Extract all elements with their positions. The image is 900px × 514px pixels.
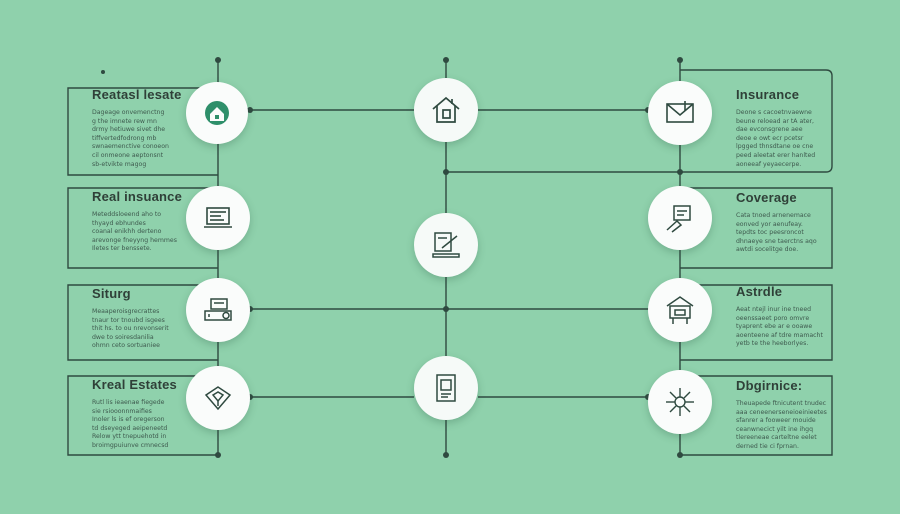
node-right-4[interactable] [648, 370, 712, 434]
card-title: Coverage [736, 190, 797, 205]
card-title: Kreal Estates [92, 377, 177, 392]
house-icon [432, 96, 460, 123]
hand-document-icon [204, 386, 232, 411]
node-right-1[interactable] [648, 81, 712, 145]
card-title: Reatasl lesate [92, 87, 182, 102]
signing-icon [432, 232, 460, 258]
hand-contract-icon [666, 205, 691, 233]
node-left-1[interactable] [186, 82, 248, 144]
node-left-2[interactable] [186, 186, 250, 250]
card-title: Dbgirnice: [736, 378, 803, 393]
card-title: Real insuance [92, 189, 183, 204]
node-center-1[interactable] [414, 78, 478, 142]
building-icon [666, 296, 694, 324]
mail-envelope-icon [666, 101, 694, 123]
clipboard-icon [436, 374, 456, 402]
node-center-3[interactable] [414, 356, 478, 420]
card-title: Astrdle [736, 284, 783, 299]
node-left-3[interactable] [186, 278, 250, 342]
node-right-3[interactable] [648, 278, 712, 342]
laptop-icon [204, 207, 232, 228]
desk-device-icon [204, 298, 232, 321]
node-center-2[interactable] [414, 213, 478, 277]
card-title: Siturg [92, 286, 131, 301]
node-right-2[interactable] [648, 186, 712, 250]
network-hub-icon [666, 388, 694, 416]
node-left-4[interactable] [186, 366, 250, 430]
home-shield-icon [205, 101, 229, 125]
card-title: Insurance [736, 87, 800, 102]
